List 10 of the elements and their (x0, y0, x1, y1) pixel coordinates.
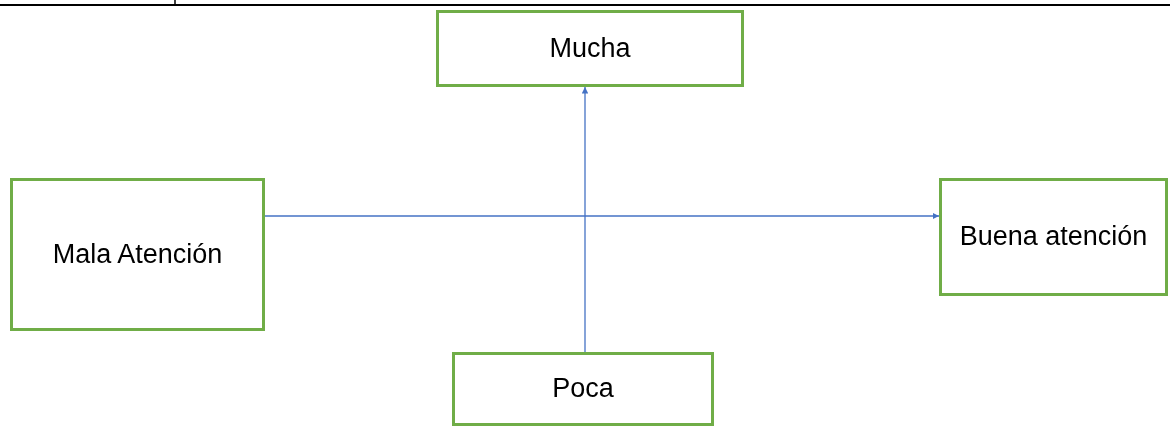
box-label: Mucha (549, 31, 631, 65)
box-label: Buena atención (959, 220, 1148, 254)
label-box (939, 178, 1168, 296)
box-label: Poca (552, 372, 614, 406)
label-box (10, 178, 265, 331)
label-box (452, 352, 714, 426)
label-box (436, 10, 744, 87)
arrow (264, 212, 940, 220)
arrow (581, 86, 589, 353)
box-label: Mala Atención (52, 237, 223, 271)
